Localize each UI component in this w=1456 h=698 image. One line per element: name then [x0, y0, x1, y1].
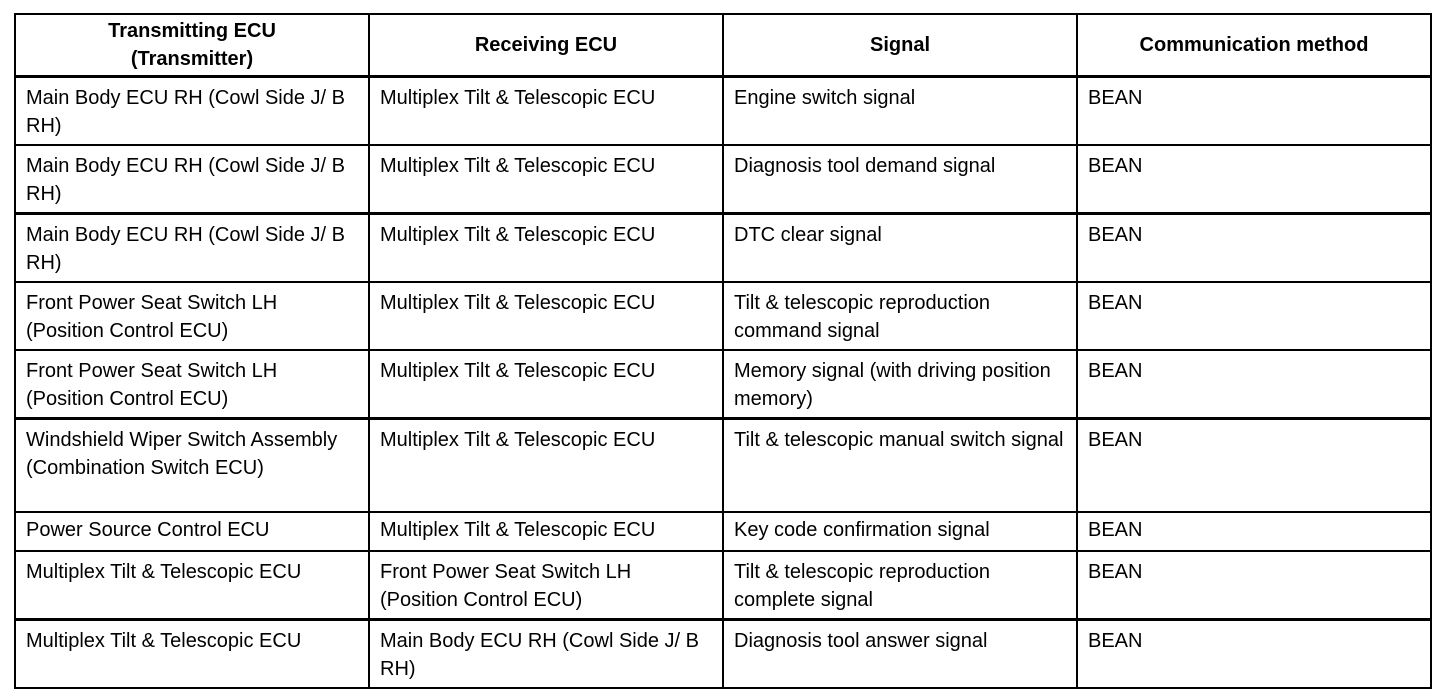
cell-receiver: Main Body ECU RH (Cowl Side J/ B RH) — [368, 618, 724, 689]
cell-signal: Key code confirmation signal — [722, 511, 1078, 552]
cell-method: BEAN — [1076, 75, 1432, 146]
header-receiving-ecu: Receiving ECU — [368, 13, 724, 77]
cell-receiver: Multiplex Tilt & Telescopic ECU — [368, 348, 724, 419]
communication-table-container: Transmitting ECU (Transmitter) Receiving… — [14, 13, 1432, 689]
cell-transmitter: Multiplex Tilt & Telescopic ECU — [14, 618, 370, 689]
cell-signal: Tilt & telescopic manual switch signal — [722, 416, 1078, 513]
table-row: Multiplex Tilt & Telescopic ECU Front Po… — [14, 550, 1432, 621]
table-row: Power Source Control ECU Multiplex Tilt … — [14, 511, 1432, 552]
cell-signal: Tilt & telescopic reproduction command s… — [722, 280, 1078, 351]
cell-transmitter: Main Body ECU RH (Cowl Side J/ B RH) — [14, 75, 370, 146]
cell-receiver: Multiplex Tilt & Telescopic ECU — [368, 511, 724, 552]
cell-signal: Memory signal (with driving position mem… — [722, 348, 1078, 419]
cell-transmitter: Power Source Control ECU — [14, 511, 370, 552]
cell-receiver: Multiplex Tilt & Telescopic ECU — [368, 280, 724, 351]
table-row: Main Body ECU RH (Cowl Side J/ B RH) Mul… — [14, 211, 1432, 283]
cell-signal: Diagnosis tool demand signal — [722, 143, 1078, 214]
cell-receiver: Multiplex Tilt & Telescopic ECU — [368, 75, 724, 146]
table-row: Front Power Seat Switch LH (Position Con… — [14, 348, 1432, 419]
header-transmitting-ecu: Transmitting ECU (Transmitter) — [14, 13, 370, 77]
cell-method: BEAN — [1076, 416, 1432, 513]
cell-transmitter: Main Body ECU RH (Cowl Side J/ B RH) — [14, 143, 370, 214]
table-row: Front Power Seat Switch LH (Position Con… — [14, 280, 1432, 351]
table-header-row: Transmitting ECU (Transmitter) Receiving… — [14, 13, 1432, 77]
table-row: Multiplex Tilt & Telescopic ECU Main Bod… — [14, 618, 1432, 689]
cell-signal: Tilt & telescopic reproduction complete … — [722, 550, 1078, 621]
header-signal: Signal — [722, 13, 1078, 77]
cell-method: BEAN — [1076, 550, 1432, 621]
cell-receiver: Multiplex Tilt & Telescopic ECU — [368, 416, 724, 513]
communication-table: Transmitting ECU (Transmitter) Receiving… — [14, 13, 1432, 689]
cell-signal: Diagnosis tool answer signal — [722, 618, 1078, 689]
cell-receiver: Multiplex Tilt & Telescopic ECU — [368, 143, 724, 214]
table-row: Windshield Wiper Switch Assembly (Combin… — [14, 416, 1432, 513]
cell-transmitter: Multiplex Tilt & Telescopic ECU — [14, 550, 370, 621]
cell-transmitter: Front Power Seat Switch LH (Position Con… — [14, 348, 370, 419]
cell-signal: Engine switch signal — [722, 75, 1078, 146]
cell-method: BEAN — [1076, 348, 1432, 419]
cell-receiver: Multiplex Tilt & Telescopic ECU — [368, 211, 724, 283]
cell-receiver: Front Power Seat Switch LH (Position Con… — [368, 550, 724, 621]
cell-method: BEAN — [1076, 211, 1432, 283]
cell-signal: DTC clear signal — [722, 211, 1078, 283]
cell-method: BEAN — [1076, 143, 1432, 214]
cell-method: BEAN — [1076, 511, 1432, 552]
header-communication-method: Communication method — [1076, 13, 1432, 77]
cell-transmitter: Main Body ECU RH (Cowl Side J/ B RH) — [14, 211, 370, 283]
cell-transmitter: Front Power Seat Switch LH (Position Con… — [14, 280, 370, 351]
cell-method: BEAN — [1076, 618, 1432, 689]
table-row: Main Body ECU RH (Cowl Side J/ B RH) Mul… — [14, 75, 1432, 146]
cell-transmitter: Windshield Wiper Switch Assembly (Combin… — [14, 416, 370, 513]
table-row: Main Body ECU RH (Cowl Side J/ B RH) Mul… — [14, 143, 1432, 214]
cell-method: BEAN — [1076, 280, 1432, 351]
